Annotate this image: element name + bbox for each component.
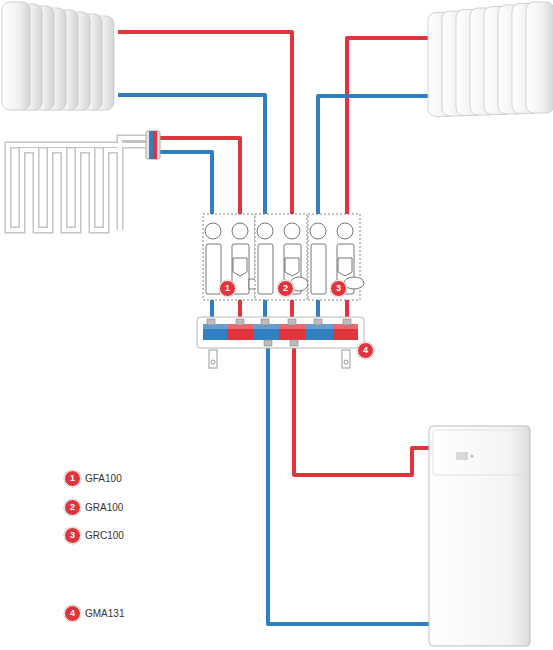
pump-module [255, 214, 308, 300]
legend-row: 2 GRA100 [64, 499, 123, 516]
pump-module [203, 214, 258, 300]
legend-row: 3 GRC100 [64, 527, 124, 544]
legend-swatch: 3 [64, 527, 81, 544]
callout-number: 4 [357, 342, 374, 359]
callout-number: 3 [70, 530, 75, 540]
callout-number: 1 [219, 280, 236, 297]
legend-text: GRA100 [85, 502, 123, 513]
callout-number: 1 [70, 473, 75, 483]
legend-text: GMA131 [85, 608, 124, 619]
legend-row: 4 GMA131 [64, 605, 124, 622]
radiator-fin [2, 2, 30, 110]
callout-number: 2 [70, 502, 75, 512]
legend-swatch: 1 [64, 470, 81, 487]
callout-number: 2 [277, 280, 294, 297]
legend-text: GFA100 [85, 473, 122, 484]
radiator-fin [526, 2, 553, 113]
callout-number: 4 [70, 608, 75, 618]
legend-text: GRC100 [85, 530, 124, 541]
floor-coil [8, 138, 146, 230]
callout-number: 3 [330, 280, 347, 297]
floor-coil [8, 138, 146, 230]
legend-row: 1 GFA100 [64, 470, 122, 487]
pump-module [308, 214, 364, 300]
legend-swatch: 2 [64, 499, 81, 516]
legend-swatch: 4 [64, 605, 81, 622]
